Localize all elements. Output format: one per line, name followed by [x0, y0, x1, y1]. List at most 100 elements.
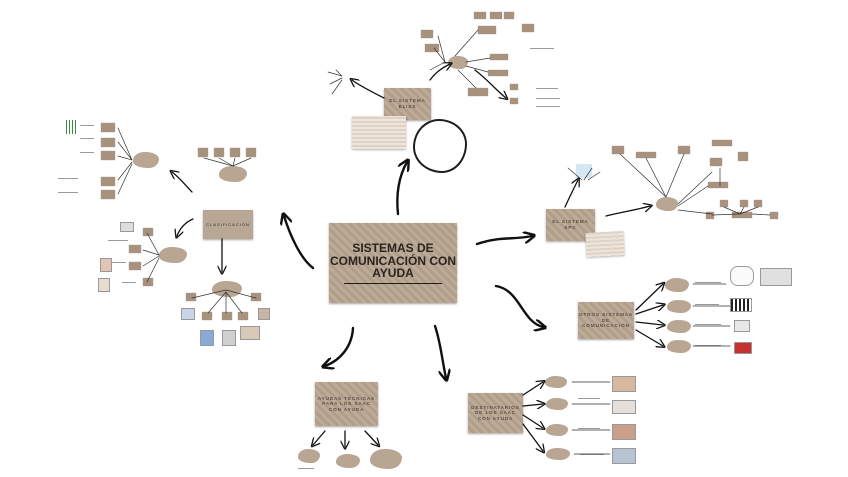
- subnode-blob: [159, 247, 187, 263]
- mini-card: [198, 148, 208, 157]
- branch-card-ayudas[interactable]: AYUDAS TÉCNICAS PARA LOS SAAC CON AYUDA: [315, 382, 378, 426]
- mini-card: [129, 262, 141, 270]
- sub-arrow: [605, 206, 650, 217]
- mini-card: [129, 245, 141, 253]
- subnode-blob: [667, 340, 691, 353]
- mini-card: [490, 54, 508, 60]
- mini-card: [101, 190, 115, 199]
- mini-card: [143, 278, 153, 286]
- note-line: [122, 282, 136, 283]
- note-line: [695, 282, 721, 283]
- image-thumbnail: [734, 342, 752, 354]
- image-thumbnail: [66, 120, 78, 134]
- title-underline: [344, 282, 442, 284]
- note-line: [80, 138, 94, 139]
- image-thumbnail: [730, 298, 752, 312]
- mini-card: [612, 146, 624, 154]
- sub-arrow: [635, 284, 663, 311]
- note-line: [58, 178, 78, 179]
- paper-note-bliss: [352, 116, 406, 149]
- mini-card: [738, 152, 748, 161]
- branch-label-spc: EL SISTEMA SPC: [552, 219, 589, 230]
- subnode-blob: [545, 376, 567, 388]
- image-thumbnail: [730, 266, 754, 286]
- branch-card-clasificacion[interactable]: CLASIFICACIÓN: [203, 210, 253, 239]
- image-thumbnail: [258, 308, 270, 320]
- image-thumbnail: [98, 278, 110, 292]
- main-arrow-otros: [494, 284, 543, 327]
- mini-card: [251, 293, 261, 301]
- note-line: [108, 240, 128, 241]
- subnode-blob: [546, 424, 568, 436]
- mini-card: [740, 200, 748, 207]
- note-line: [695, 324, 721, 325]
- subnode-blob: [212, 281, 242, 297]
- sub-arrow: [522, 382, 543, 396]
- note-line: [80, 152, 94, 153]
- mini-card: [720, 200, 728, 207]
- main-arrow-destinatarios: [433, 324, 446, 378]
- note-line: [530, 48, 554, 49]
- image-thumbnail: [612, 376, 636, 392]
- main-arrow-bliss: [396, 162, 407, 216]
- mini-card: [490, 12, 502, 19]
- image-thumbnail: [734, 320, 750, 332]
- sub-arrow: [474, 69, 506, 98]
- mini-card: [712, 140, 732, 146]
- branch-label-otros: OTROS SISTEMAS DE COMUNICACIÓN: [578, 312, 633, 329]
- subnode-blob: [665, 278, 689, 292]
- subnode-blob: [656, 197, 678, 211]
- branch-card-bliss[interactable]: EL SISTEMA BLISS: [384, 88, 431, 120]
- sub-arrow: [364, 430, 378, 445]
- mini-card: [246, 148, 256, 157]
- note-line: [536, 106, 560, 107]
- subnode-blob: [133, 152, 159, 168]
- subnode-blob: [667, 320, 691, 333]
- mini-card: [478, 26, 496, 34]
- subnode-blob: [298, 449, 320, 463]
- mini-card: [678, 146, 690, 154]
- note-line: [578, 428, 600, 429]
- mini-card: [425, 44, 439, 52]
- image-thumbnail: [222, 330, 236, 346]
- branch-label-ayudas: AYUDAS TÉCNICAS PARA LOS SAAC CON AYUDA: [317, 395, 376, 412]
- mini-card: [214, 148, 224, 157]
- image-thumbnail: [200, 330, 214, 346]
- mini-card: [754, 200, 762, 207]
- sub-arrow: [352, 80, 385, 99]
- image-thumbnail: [100, 258, 112, 272]
- subnode-blob: [219, 166, 247, 182]
- mini-card: [522, 24, 534, 32]
- mini-card: [710, 158, 722, 166]
- mini-card: [202, 312, 212, 320]
- sub-arrow: [177, 218, 194, 236]
- note-line: [695, 304, 719, 305]
- note-line: [80, 125, 94, 126]
- note-line: [536, 98, 560, 99]
- mini-card: [732, 212, 752, 218]
- image-thumbnail: [612, 424, 636, 440]
- mini-card: [101, 123, 115, 132]
- mini-card: [230, 148, 240, 157]
- sub-arrow: [429, 64, 450, 81]
- note-line: [536, 88, 558, 89]
- image-thumbnail: [612, 448, 636, 464]
- image-thumbnail: [240, 326, 260, 340]
- mini-card: [474, 12, 486, 19]
- branch-card-otros[interactable]: OTROS SISTEMAS DE COMUNICACIÓN: [578, 302, 634, 339]
- subnode-blob: [370, 449, 402, 469]
- subnode-blob: [546, 448, 570, 460]
- sub-arrow: [172, 172, 193, 193]
- branch-card-destinatarios[interactable]: DESTINATARIOS DE LOS SAAC CON AYUDA: [468, 393, 523, 433]
- sub-arrow: [564, 180, 578, 208]
- mini-card: [468, 88, 488, 96]
- sub-arrow: [635, 329, 663, 346]
- image-thumbnail: [612, 400, 636, 414]
- central-topic-card[interactable]: SISTEMAS DE COMUNICACIÓN CON AYUDA: [329, 223, 457, 303]
- mini-card: [636, 152, 656, 158]
- image-thumbnail: [120, 222, 134, 232]
- mini-card: [708, 182, 728, 188]
- image-thumbnail: [181, 308, 195, 320]
- sub-arrow: [522, 423, 543, 451]
